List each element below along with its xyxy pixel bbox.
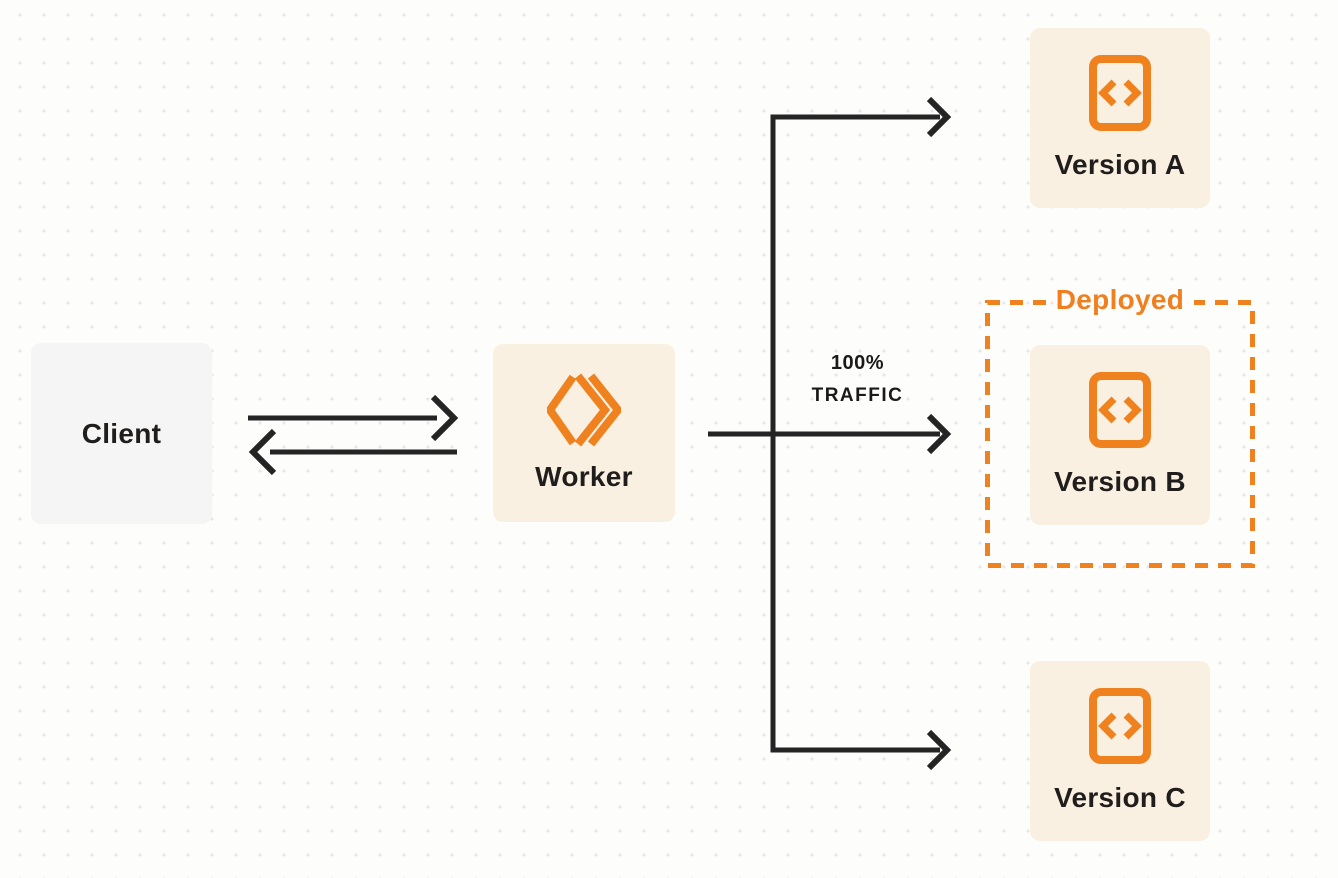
traffic-word: TRAFFIC (811, 385, 904, 406)
client-label: Client (81, 417, 162, 449)
code-file-icon (1089, 372, 1151, 448)
arrowhead-version-c (926, 729, 952, 771)
client-node: Client (31, 343, 212, 524)
code-file-icon (1089, 55, 1151, 131)
arrowhead-version-a (926, 96, 952, 138)
request-arrow (248, 394, 459, 442)
arrowhead-version-b (926, 413, 952, 455)
worker-label: Worker (535, 461, 633, 492)
worker-icon (547, 373, 621, 447)
version-a-label: Version A (1054, 149, 1186, 180)
code-file-icon (1089, 688, 1151, 764)
deployed-label: Deployed (1055, 284, 1185, 315)
traffic-percent: 100% (830, 352, 885, 374)
version-b-label: Version B (1054, 466, 1186, 497)
traffic-branch-lines (708, 96, 952, 771)
response-arrow (248, 428, 457, 476)
traffic-label: 100% TRAFFIC (790, 351, 925, 407)
worker-node: Worker (493, 344, 675, 522)
version-c-label: Version C (1054, 782, 1186, 813)
version-c-node: Version C (1030, 661, 1210, 841)
version-a-node: Version A (1030, 28, 1210, 208)
version-b-node: Version B (1030, 345, 1210, 525)
